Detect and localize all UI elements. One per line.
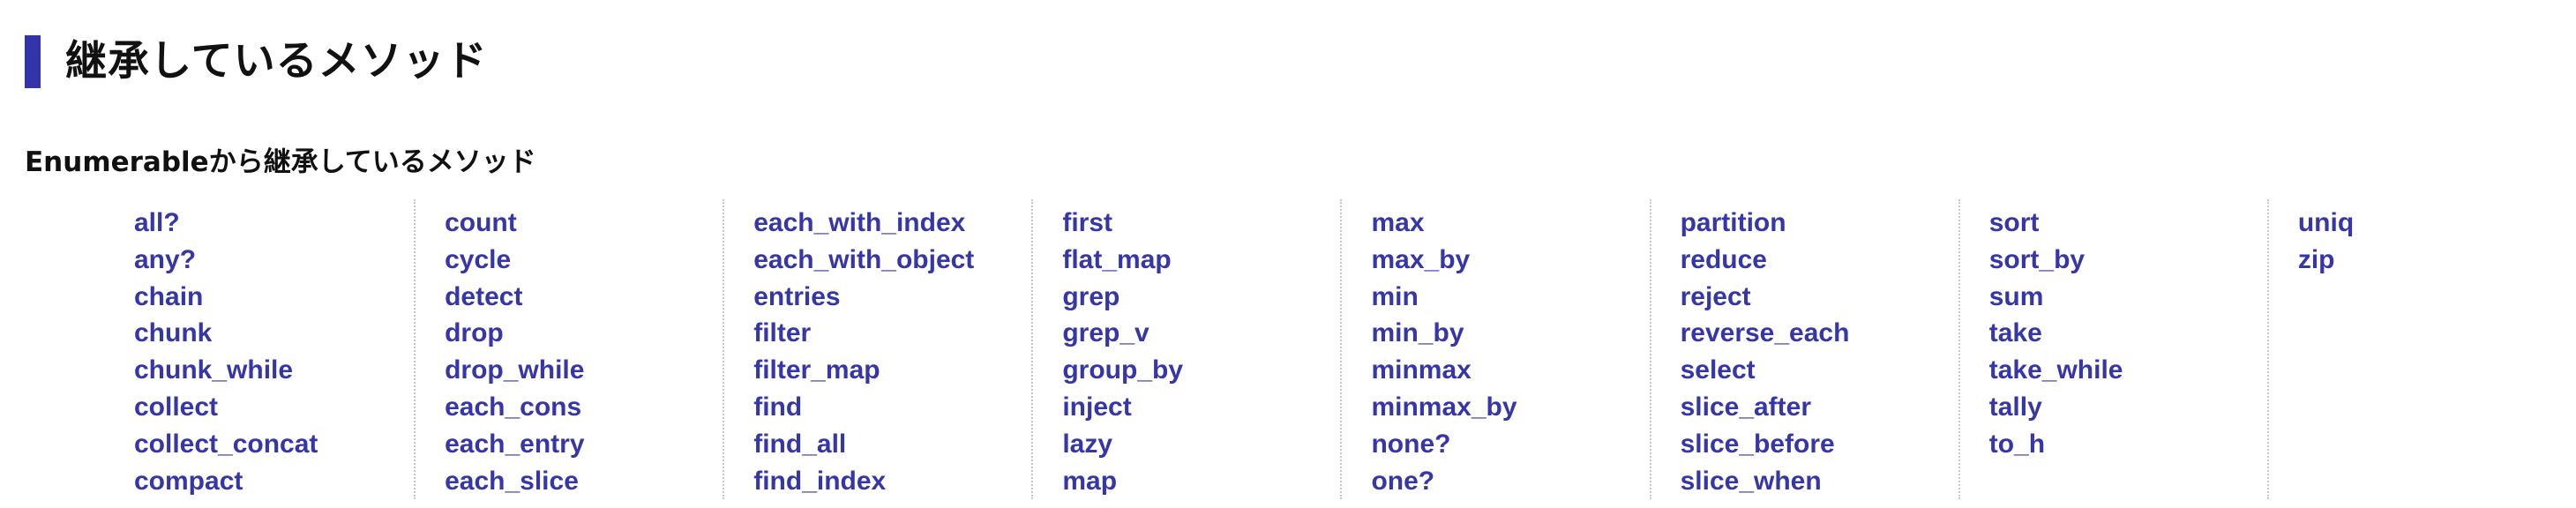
method-link[interactable]: find: [753, 392, 803, 422]
method-link[interactable]: take: [1988, 318, 2042, 348]
section-heading-text: 継承しているメソッド: [65, 37, 488, 86]
method-link[interactable]: slice_after: [1680, 392, 1812, 422]
method-link[interactable]: chunk_while: [134, 355, 294, 385]
method-link[interactable]: collect: [134, 392, 219, 422]
method-link[interactable]: first: [1062, 208, 1113, 237]
method-link[interactable]: min_by: [1371, 318, 1464, 348]
method-link[interactable]: partition: [1680, 208, 1786, 237]
method-link[interactable]: uniq: [2297, 208, 2355, 237]
method-link[interactable]: tally: [1988, 392, 2042, 422]
method-link[interactable]: flat_map: [1062, 244, 1172, 274]
method-link[interactable]: slice_before: [1680, 429, 1835, 459]
method-link[interactable]: one?: [1371, 466, 1435, 496]
method-link[interactable]: each_with_index: [753, 208, 966, 237]
method-link[interactable]: compact: [134, 466, 243, 496]
method-link[interactable]: max: [1371, 208, 1425, 237]
method-column: uniq zip: [2266, 199, 2576, 499]
method-link[interactable]: minmax_by: [1371, 392, 1517, 422]
method-link[interactable]: entries: [753, 281, 841, 311]
method-link[interactable]: cycle: [445, 244, 512, 274]
method-link[interactable]: sum: [1988, 281, 2044, 311]
section-heading: 継承しているメソッド: [25, 34, 2576, 90]
method-link[interactable]: reject: [1680, 281, 1751, 311]
method-link[interactable]: grep: [1062, 281, 1120, 311]
method-link[interactable]: sort: [1988, 208, 2040, 237]
method-link[interactable]: any?: [134, 244, 197, 274]
method-link[interactable]: all?: [134, 208, 180, 237]
method-link[interactable]: drop_while: [445, 355, 585, 385]
method-link[interactable]: each_with_object: [753, 244, 975, 274]
method-link[interactable]: find_index: [753, 466, 887, 496]
method-link[interactable]: sort_by: [1988, 244, 2086, 274]
enumerable-subheading: Enumerableから継承しているメソッド: [25, 146, 536, 178]
method-link[interactable]: collect_concat: [134, 429, 318, 459]
method-link[interactable]: reverse_each: [1680, 318, 1850, 348]
method-link[interactable]: map: [1062, 466, 1118, 496]
method-link[interactable]: chunk: [134, 318, 213, 348]
method-link[interactable]: each_cons: [445, 392, 582, 422]
method-link[interactable]: reduce: [1680, 244, 1767, 274]
method-link[interactable]: none?: [1371, 429, 1451, 459]
method-link[interactable]: lazy: [1062, 429, 1113, 459]
method-link[interactable]: drop: [445, 318, 504, 348]
method-link[interactable]: minmax: [1371, 355, 1471, 385]
method-link[interactable]: each_entry: [445, 429, 585, 459]
method-link[interactable]: filter_map: [753, 355, 880, 385]
method-link[interactable]: filter: [753, 318, 812, 348]
method-link[interactable]: max_by: [1371, 244, 1471, 274]
method-link[interactable]: detect: [445, 281, 523, 311]
method-link[interactable]: to_h: [1988, 429, 2046, 459]
method-link[interactable]: group_by: [1062, 355, 1184, 385]
method-link[interactable]: zip: [2297, 244, 2335, 274]
method-link[interactable]: grep_v: [1062, 318, 1149, 348]
method-link[interactable]: inject: [1062, 392, 1132, 422]
method-link[interactable]: count: [445, 208, 517, 237]
method-link[interactable]: select: [1680, 355, 1756, 385]
heading-accent-bar: [25, 35, 41, 88]
method-link[interactable]: find_all: [753, 429, 847, 459]
method-link[interactable]: each_slice: [445, 466, 579, 496]
method-link[interactable]: chain: [134, 281, 204, 311]
method-link[interactable]: slice_when: [1680, 466, 1822, 496]
method-link[interactable]: take_while: [1988, 355, 2123, 385]
method-link[interactable]: min: [1371, 281, 1419, 311]
